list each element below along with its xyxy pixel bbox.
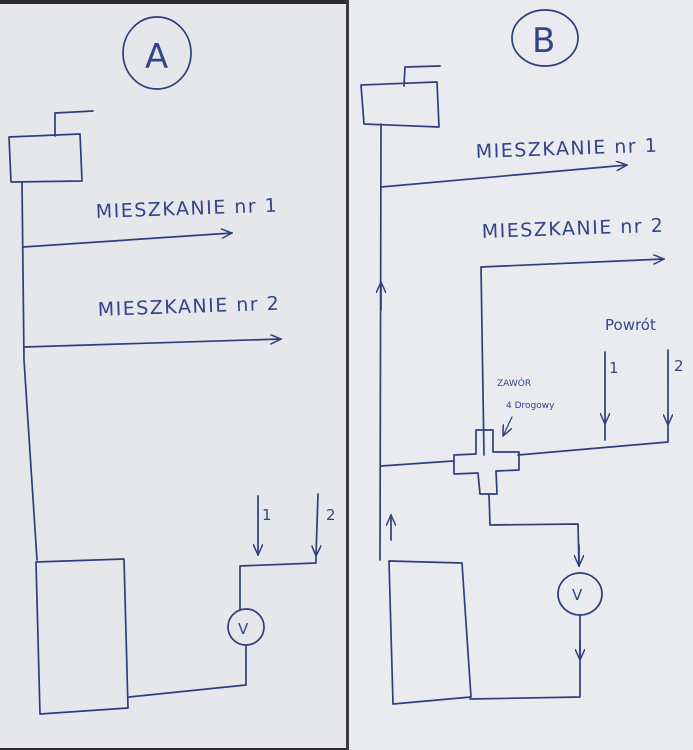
- valve-inlet-line-b: [380, 460, 454, 467]
- top-unit-a: [8, 133, 83, 183]
- top-unit-flue-a: [54, 110, 94, 137]
- lower-tank-a: [35, 558, 129, 715]
- supply-branch-1-b: [380, 165, 627, 188]
- panel-a: A MIESZKANIE nr 1 MIESZKANIE nr 2 1 2 V: [8, 16, 336, 715]
- heading-circle-a: [122, 16, 192, 90]
- return-2-a: [316, 493, 318, 556]
- supply-branch-2-b: [480, 259, 664, 456]
- supply-branch-2-a: [23, 339, 281, 348]
- return-collector-a: [239, 555, 317, 611]
- label-return-1-a: 1: [262, 506, 272, 524]
- heading-circle-b: [511, 9, 579, 67]
- pump-symbol-a: V: [238, 620, 249, 638]
- panel-b: B MIESZKANIE nr 1 MIESZKANIE nr 2 Powrót…: [360, 9, 684, 705]
- top-unit-flue-b: [403, 65, 441, 87]
- top-unit-b: [360, 81, 440, 128]
- pump-symbol-b: V: [572, 586, 583, 604]
- label-return-title-b: Powrót: [605, 316, 656, 334]
- heading-a: A: [145, 37, 168, 77]
- label-return-2-b: 2: [674, 357, 684, 375]
- label-return-1-b: 1: [609, 359, 619, 377]
- label-valve-line2-b: 4 Drogowy: [506, 401, 555, 411]
- lower-tank-b: [388, 560, 472, 705]
- supply-branch-1-a: [22, 233, 232, 248]
- valve-pointer-b: [503, 416, 513, 436]
- four-way-valve-b: [453, 429, 520, 495]
- sheet-b: [349, 0, 693, 750]
- return-line-to-tank-a: [128, 644, 247, 698]
- label-valve-line1-b: ZAWÓR: [497, 377, 531, 389]
- return-collector-b: [517, 423, 669, 456]
- riser-b: [379, 123, 382, 561]
- riser-a: [21, 181, 38, 561]
- heading-b: B: [532, 21, 555, 61]
- label-return-2-a: 2: [326, 506, 336, 524]
- sheet-a: [0, 4, 346, 748]
